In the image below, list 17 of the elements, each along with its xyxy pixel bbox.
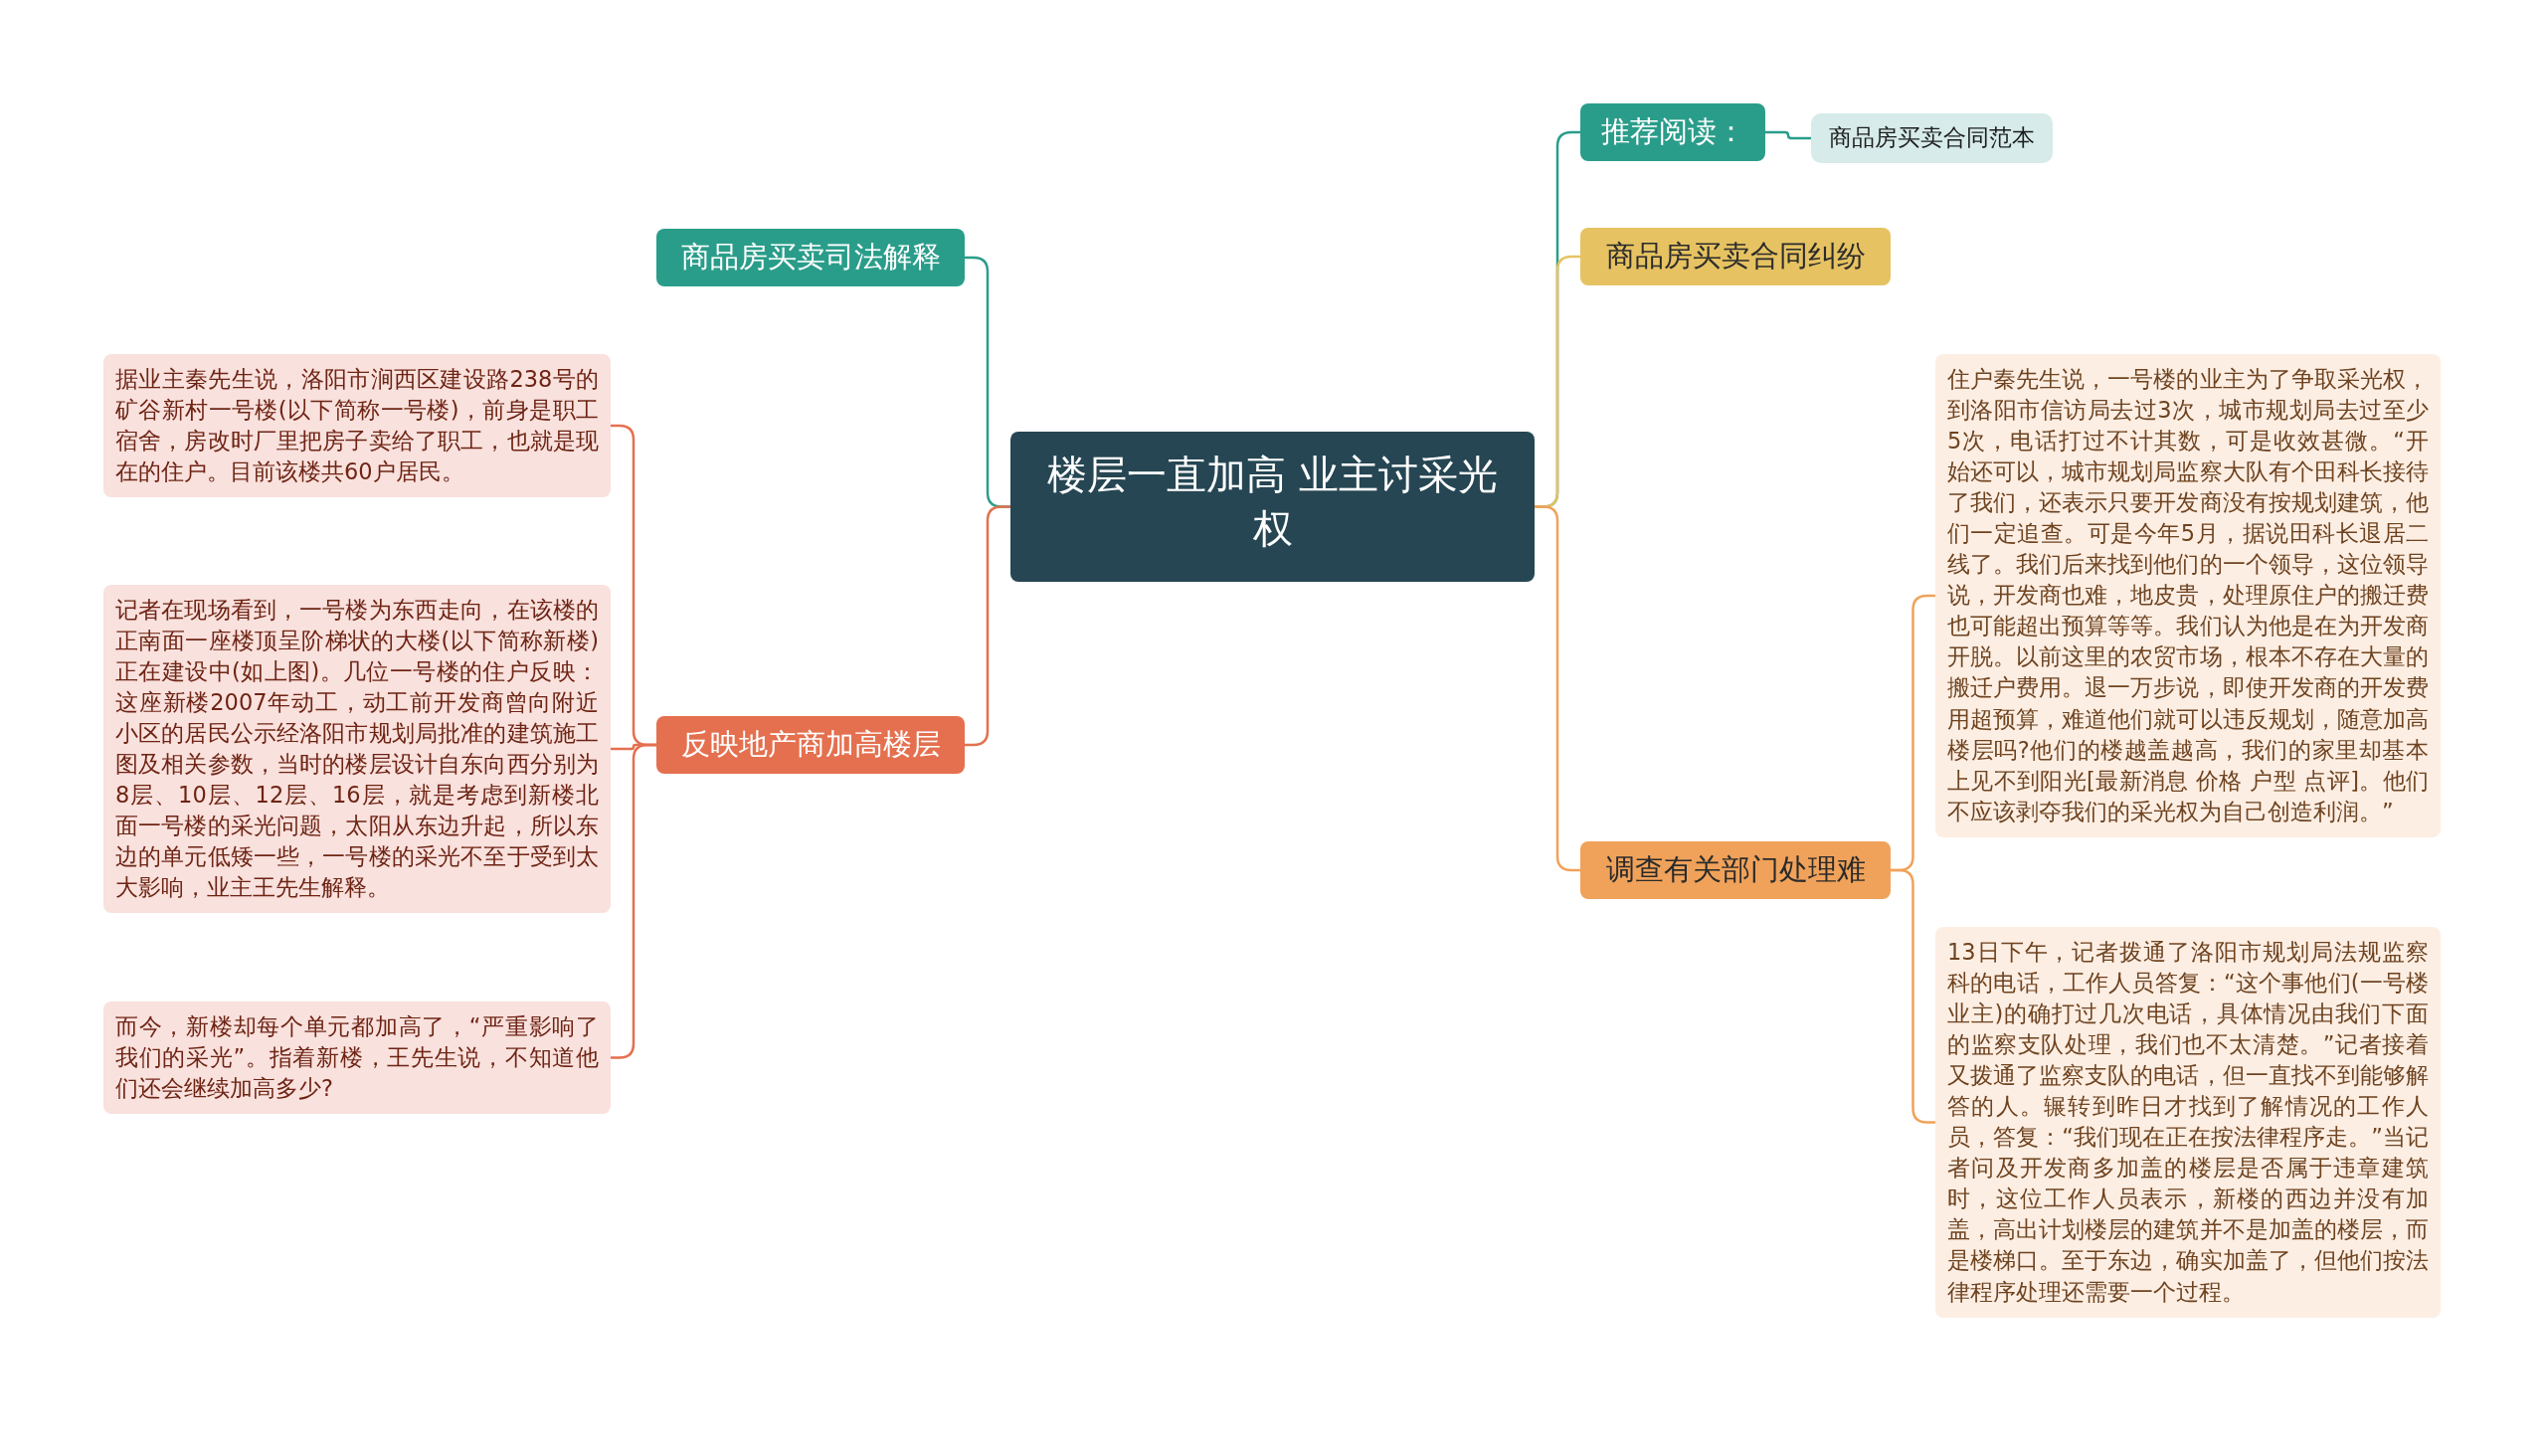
connector-line bbox=[1891, 868, 1935, 1124]
note-card: 住户秦先生说，一号楼的业主为了争取采光权，到洛阳市信访局去过3次，城市规划局去过至少5次，电话打过不计其数，可是收效甚微。“开始还可以，城市规划局监察大队有个田科长接待了我们，还表示只要开发商没有按规划建筑，他们一定追查。可是今年5月，据说田科长退居二线了。我们后来找到他们的一个领导，这位领导说，开发商也难，地皮贵，处理原住户的搬迁费也可能超出预算等等。我们认为他是在为开发商开脱。以前这里的农贸市场，根本不存在大量的搬迁户费用。退一万步说，即使开发商的开发费用超预算，难道他们就可以违反规划，随意加高楼层吗?他们的楼越盖越高，我们的家里却基本上见不到阳光[最新消息 价格 户型 点评]。他们不应该剥夺我们的采光权为自己创造利润。” bbox=[1935, 354, 2441, 837]
note-card: 记者在现场看到，一号楼为东西走向，在该楼的正南面一座楼顶呈阶梯状的大楼(以下简称新楼)正在建设中(如上图)。几位一号楼的住户反映：这座新楼2007年动工，动工前开发商曾向附近小区的居民公示经洛阳市规划局批准的建筑施工图及相关参数，当时的楼层设计自东向西分别为8层、10层、12层、16层，就是考虑到新楼北面一号楼的采光问题，太阳从东边升起，所以东边的单元低矮一些，一号楼的采光不至于受到太大影响，业主王先生解释。 bbox=[103, 585, 611, 914]
topic-box: 商品房买卖合同纠纷 bbox=[1580, 228, 1891, 285]
connector-line bbox=[611, 743, 656, 1059]
note-card: 而今，新楼却每个单元都加高了，“严重影响了我们的采光”。指着新楼，王先生说，不知道他们还会继续加高多少? bbox=[103, 1001, 611, 1115]
central-topic: 楼层一直加高 业主讨采光权 bbox=[1010, 432, 1535, 582]
connector-line bbox=[1535, 505, 1580, 872]
topic-box: 反映地产商加高楼层 bbox=[656, 716, 965, 774]
note-card: 13日下午，记者拨通了洛阳市规划局法规监察科的电话，工作人员答复：“这个事他们(一号楼业主)的确打过几次电话，具体情况由我们下面的监察支队处理，我们也不太清楚。”记者接着又拨通了监察支队的电话，但一直找不到能够解答的人。辗转到昨日才找到了解情况的工作人员，答复：“我们现在正在按法律程序走。”当记者问及开发商多加盖的楼层是否属于违章建筑时，这位工作人员表示，新楼的西边并没有加盖，高出计划楼层的建筑并不是加盖的楼层，而是楼梯口。至于东边，确实加盖了，但他们按法律程序处理还需要一个过程。 bbox=[1935, 927, 2441, 1318]
connector-line bbox=[1765, 130, 1811, 140]
connector-line bbox=[965, 505, 1010, 747]
topic-box: 推荐阅读： bbox=[1580, 103, 1765, 161]
link-card: 商品房买卖合同范本 bbox=[1811, 113, 2053, 163]
topic-box: 商品房买卖司法解释 bbox=[656, 229, 965, 286]
note-card: 据业主秦先生说，洛阳市涧西区建设路238号的矿谷新村一号楼(以下简称一号楼)，前身是职工宿舍，房改时厂里把房子卖给了职工，也就是现在的住户。目前该楼共60户居民。 bbox=[103, 354, 611, 498]
topic-box: 调查有关部门处理难 bbox=[1580, 841, 1891, 899]
